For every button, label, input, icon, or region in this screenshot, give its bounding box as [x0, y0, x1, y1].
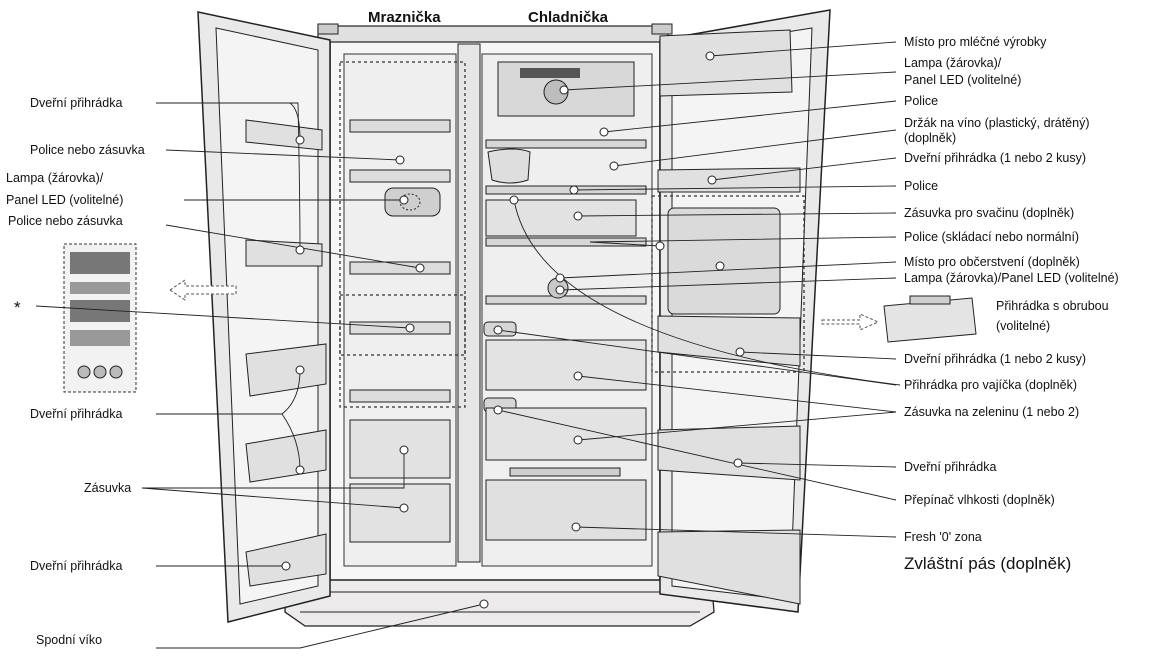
label-humidity: Přepínač vlhkosti (doplněk) — [904, 493, 1055, 507]
center-divider — [457, 43, 481, 563]
snack-drawer — [485, 199, 637, 237]
refrigerator-illustration — [197, 9, 831, 627]
fridge-shelves — [485, 139, 647, 305]
label-veg-drawer: Zásuvka na zeleninu (1 nebo 2) — [904, 405, 1079, 419]
label-wine-line2: (doplněk) — [904, 131, 956, 145]
label-lamp-line2: Panel LED (volitelné) — [904, 73, 1021, 87]
freezer-shelves — [349, 119, 451, 403]
label-dairy: Místo pro mléčné výrobky — [904, 35, 1047, 49]
label-door-bin-12a: Dveřní přihrádka (1 nebo 2 kusy) — [904, 151, 1086, 165]
freezer-drawer-2 — [349, 483, 451, 543]
leader-lines — [35, 41, 901, 649]
bin-with-rim — [821, 295, 977, 343]
veg-drawer-1 — [485, 339, 647, 391]
freezer-header: Mraznička — [368, 9, 441, 26]
label-lamp-line1: Lampa (žárovka)/ — [6, 171, 104, 185]
label-snack-drawer: Zásuvka pro svačinu (doplněk) — [904, 206, 1074, 220]
label-door-bin: Dveřní přihrádka — [904, 460, 996, 474]
left-door-bins — [245, 119, 327, 587]
label-special-belt: Zvláštní pás (doplněk) — [904, 554, 1071, 573]
label-wine-line1: Držák na víno (plastický, drátěný) — [904, 116, 1090, 130]
label-lamp-line1: Lampa (žárovka)/ — [904, 56, 1002, 70]
freezer-compartment — [343, 53, 457, 567]
label-door-bin-2: Dveřní přihrádka — [30, 407, 122, 421]
freezer-drawer-1 — [349, 419, 451, 479]
freezer-dashed-outline — [339, 61, 466, 408]
header-labels: Mraznička Chladnička — [368, 9, 609, 26]
freezer-option-panel — [63, 243, 237, 393]
freezer-dashed-inner — [339, 294, 466, 356]
label-shelf-1: Police — [904, 94, 938, 108]
label-rim-line2: (volitelné) — [996, 319, 1050, 333]
bottom-cover-shape — [284, 573, 715, 627]
freezer-lamp — [384, 187, 441, 217]
label-door-bin-3: Dveřní přihrádka — [30, 559, 122, 573]
label-refreshment: Místo pro občerstvení (doplněk) — [904, 255, 1080, 269]
label-rim-line1: Přihrádka s obrubou — [996, 299, 1109, 313]
label-shelf-or-drawer-2: Police nebo zásuvka — [8, 214, 123, 228]
leader-dots — [281, 51, 745, 609]
label-shelf-or-drawer-1: Police nebo zásuvka — [30, 143, 145, 157]
label-shelf-2: Police — [904, 179, 938, 193]
label-drawer: Zásuvka — [84, 481, 131, 495]
cabinet-top — [317, 25, 669, 43]
label-shelf-folding: Police (skládací nebo normální) — [904, 230, 1079, 244]
label-lamp-line2: Panel LED (volitelné) — [6, 193, 123, 207]
right-door-lamp — [667, 207, 781, 315]
veg-drawer-2 — [485, 407, 647, 461]
fridge-header: Chladnička — [528, 9, 609, 26]
label-egg-tray: Přihrádka pro vajíčka (doplněk) — [904, 378, 1077, 392]
right-labels: Místo pro mléčné výrobky Lampa (žárovka)… — [904, 35, 1119, 573]
label-door-bin-12b: Dveřní přihrádka (1 nebo 2 kusy) — [904, 352, 1086, 366]
label-lamp-single: Lampa (žárovka)/Panel LED (volitelné) — [904, 271, 1119, 285]
label-asterisk: * — [14, 298, 21, 317]
label-bottom-cover: Spodní víko — [36, 633, 102, 647]
wine-holder — [487, 148, 531, 184]
label-door-bin-1: Dveřní přihrádka — [30, 96, 122, 110]
fresh-zone-drawer — [485, 479, 647, 541]
left-labels: Dveřní přihrádka Police nebo zásuvka Lam… — [6, 96, 145, 647]
right-door-dashed-outline — [651, 195, 805, 373]
label-fresh-zone: Fresh '0' zona — [904, 530, 982, 544]
